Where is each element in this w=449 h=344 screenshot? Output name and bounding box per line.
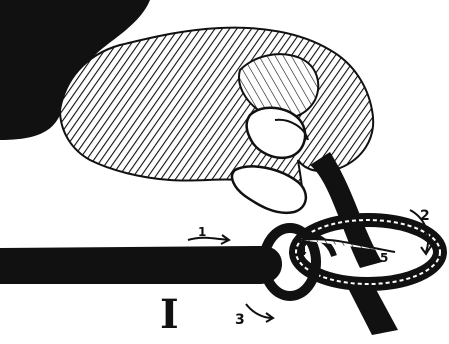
step-label-1: 1 xyxy=(198,225,206,239)
step-label-5: 5 xyxy=(380,251,388,265)
figure-label: I xyxy=(160,291,179,338)
step-label-3: 3 xyxy=(235,312,245,328)
step-label-4: 4 xyxy=(299,245,307,258)
step-label-2: 2 xyxy=(420,208,430,224)
